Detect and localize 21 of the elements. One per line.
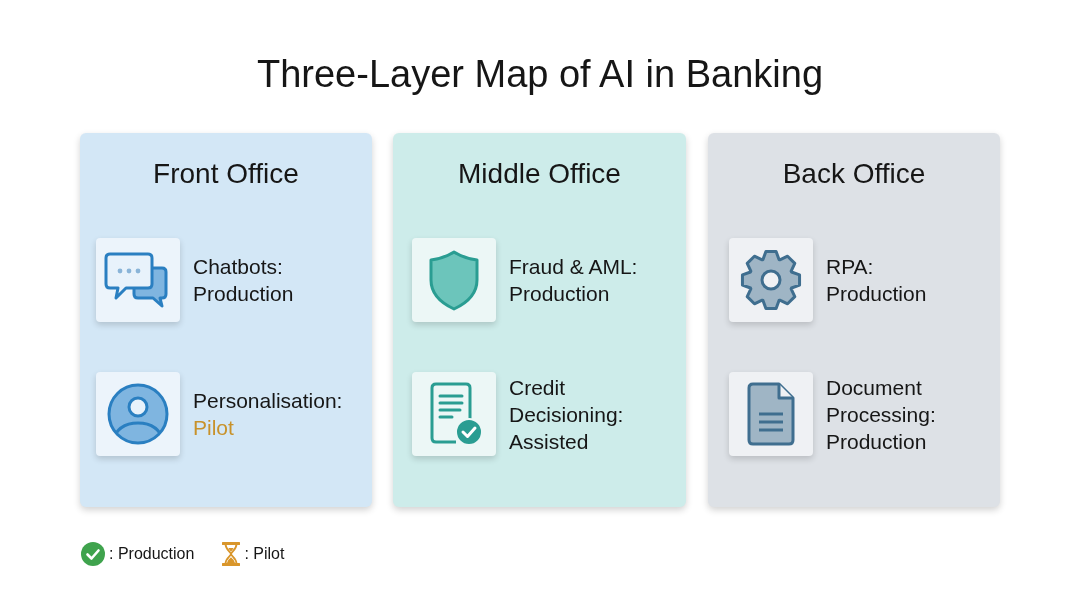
office-panel [393,133,686,507]
office-panel [80,133,372,507]
service-label: RPA: [826,254,874,280]
office-panel [708,133,1000,507]
service-label: Chatbots: [193,254,283,280]
status-label: Assisted [509,428,589,455]
service-label: Personalisation: [193,388,343,414]
legend-label: : Pilot [244,544,285,564]
status-label: Production [193,281,294,307]
status-label: Production [826,281,927,307]
panel-heading: Front Office [152,157,300,191]
service-label: Document Processing: [826,374,937,428]
service-label: Fraud & AML: [509,254,638,280]
diagram-title: Three-Layer Map of AI in Banking [255,52,825,97]
service-label: Credit Decisioning: [509,374,625,428]
panel-heading: Middle Office [457,157,622,191]
status-label: Pilot [193,415,234,441]
status-label: Production [509,281,610,307]
status-label: Production [826,428,927,455]
legend-label: : Production [109,544,195,564]
panel-heading: Back Office [781,157,927,191]
